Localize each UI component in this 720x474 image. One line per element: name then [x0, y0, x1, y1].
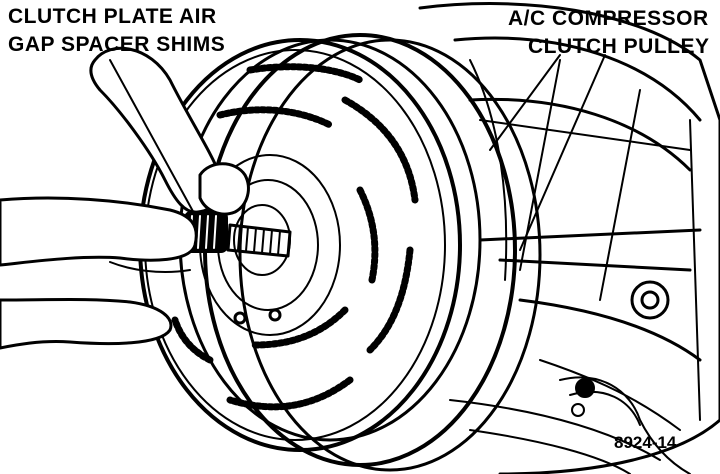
wire-harness — [559, 376, 691, 474]
label-shims-line2: GAP SPACER SHIMS — [8, 33, 226, 56]
compressor-body — [418, 2, 720, 474]
clutch-pulley — [178, 33, 542, 472]
label-shims-line1: CLUTCH PLATE AIR — [8, 5, 217, 28]
figure-number: 8924-14 — [614, 433, 677, 452]
label-pulley-line2: CLUTCH PULLEY — [528, 35, 710, 58]
spacer-shims — [184, 211, 292, 258]
leader-lines — [109, 54, 606, 251]
hands — [0, 46, 250, 350]
label-pulley-line1: A/C COMPRESSOR — [508, 7, 709, 30]
